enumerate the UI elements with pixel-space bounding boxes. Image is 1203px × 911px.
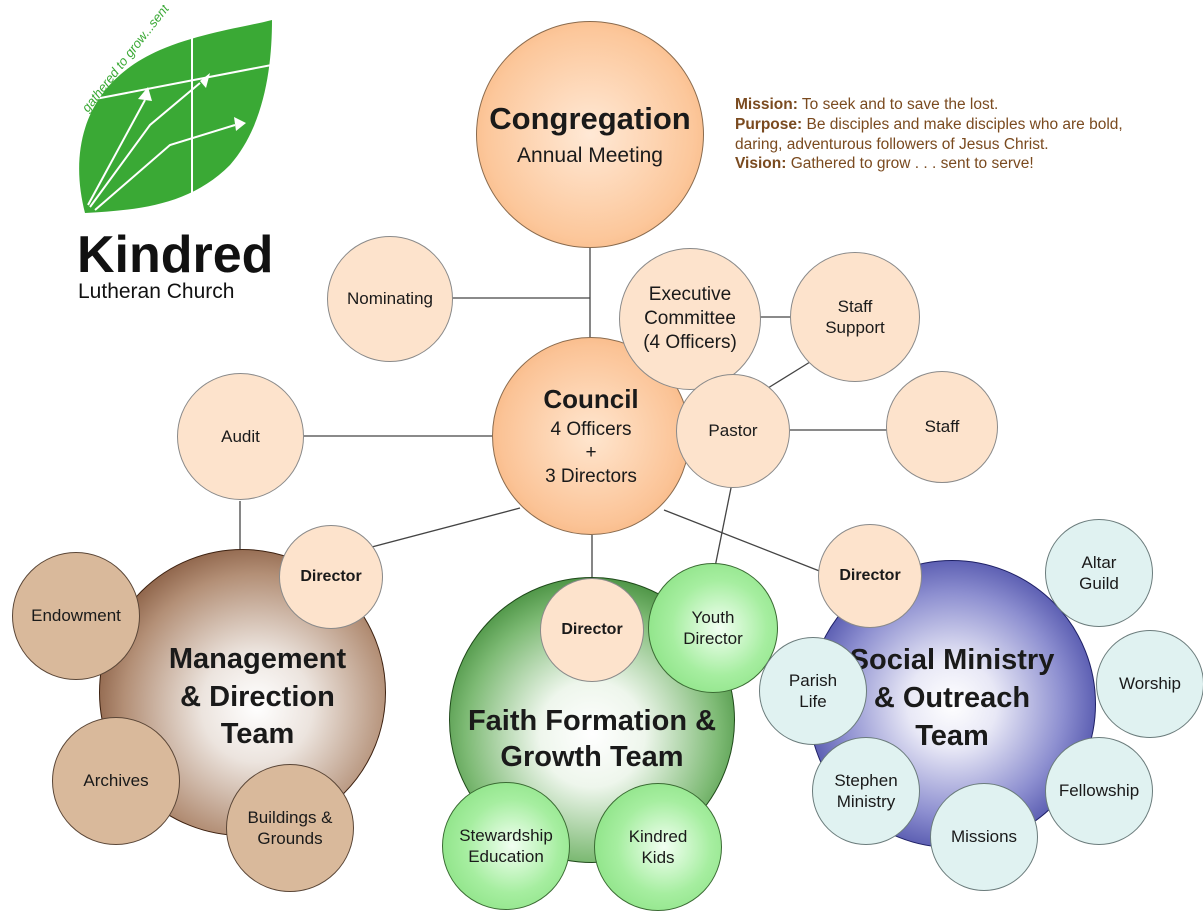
stephen-line1: Stephen <box>834 770 898 790</box>
stewardship-education-node: Stewardship Education <box>442 782 570 910</box>
buildings-line1: Buildings & <box>247 807 333 827</box>
executive-line1: Executive <box>648 284 732 306</box>
missions-node: Missions <box>930 783 1038 891</box>
purpose-text: Be disciples and make disciples who are … <box>735 115 1123 153</box>
executive-line3: (4 Officers) <box>643 331 737 353</box>
vision-text: Gathered to grow . . . sent to serve! <box>790 155 1034 173</box>
staff-support-node: Staff Support <box>790 252 920 382</box>
archives-node: Archives <box>52 717 180 845</box>
worship-node: Worship <box>1096 630 1203 738</box>
stewardship-line2: Education <box>468 847 544 866</box>
parish-line2: Life <box>799 692 827 711</box>
mission-label: Mission: <box>735 96 798 113</box>
social-title-line2: & Outreach <box>873 682 1031 715</box>
pastor-label: Pastor <box>708 421 758 441</box>
kindred-kids-node: Kindred Kids <box>594 783 722 911</box>
staff-support-line2: Support <box>825 318 885 337</box>
director-management-label: Director <box>300 568 362 585</box>
staff-label: Staff <box>924 417 960 437</box>
mission-text: To seek and to save the lost. <box>801 96 999 113</box>
youth-line1: Youth <box>691 607 735 627</box>
stephen-line2: Ministry <box>836 792 896 811</box>
altar-guild-node: Altar Guild <box>1045 519 1153 627</box>
social-title-line3: Team <box>915 719 989 752</box>
line-council-director-social <box>663 509 823 573</box>
mission-purpose-vision: Mission: To seek and to save the lost. P… <box>735 95 1165 174</box>
worship-label: Worship <box>1118 674 1182 694</box>
staff-support-line1: Staff <box>837 296 873 316</box>
faith-title-line1: Faith Formation & <box>467 704 717 737</box>
faith-title-line2: Growth Team <box>500 741 684 773</box>
missions-label: Missions <box>950 827 1018 847</box>
youth-line2: Director <box>683 629 743 648</box>
leaf-icon: gathered to grow...sent to serve <box>79 5 283 213</box>
vision-label: Vision: <box>735 155 787 173</box>
endowment-node: Endowment <box>12 552 140 680</box>
kids-line2: Kids <box>641 848 675 867</box>
church-logo: gathered to grow...sent to serve Kindred… <box>50 5 300 305</box>
kids-line1: Kindred <box>628 826 688 846</box>
nominating-label: Nominating <box>347 289 433 309</box>
director-management-node: Director <box>279 525 383 629</box>
management-title-line2: & Direction <box>180 680 335 713</box>
parish-life-node: Parish Life <box>759 637 867 745</box>
fellowship-node: Fellowship <box>1045 737 1153 845</box>
endowment-label: Endowment <box>31 606 121 626</box>
fellowship-label: Fellowship <box>1058 781 1140 801</box>
director-faith-label: Director <box>561 621 623 638</box>
purpose-label: Purpose: <box>735 115 803 133</box>
stephen-ministry-node: Stephen Ministry <box>812 737 920 845</box>
director-social-label: Director <box>839 567 901 584</box>
management-title-line3: Team <box>220 718 295 751</box>
staff-node: Staff <box>886 371 998 483</box>
congregation-subtitle: Annual Meeting <box>517 143 663 167</box>
social-title-line1: Social Ministry <box>849 644 1055 677</box>
buildings-line2: Grounds <box>257 829 323 848</box>
council-line2: + <box>585 442 597 464</box>
director-social-node: Director <box>818 524 922 628</box>
mission-line: Mission: To seek and to save the lost. <box>735 95 1165 115</box>
altar-line2: Guild <box>1079 574 1119 593</box>
parish-line1: Parish <box>788 670 838 690</box>
council-line3: 3 Directors <box>545 466 637 488</box>
line-council-director-mgmt <box>367 507 521 549</box>
congregation-node: Congregation Annual Meeting <box>476 21 704 248</box>
altar-line1: Altar <box>1081 552 1117 572</box>
nominating-node: Nominating <box>327 236 453 362</box>
executive-line2: Committee <box>644 308 736 330</box>
line-pastor-staffsupport <box>767 361 811 389</box>
logo-name: Kindred <box>77 226 274 284</box>
stewardship-line1: Stewardship <box>459 825 553 845</box>
executive-committee-node: Executive Committee (4 Officers) <box>619 248 761 390</box>
audit-node: Audit <box>177 373 304 500</box>
archives-label: Archives <box>83 771 149 791</box>
council-line1: 4 Officers <box>550 418 632 440</box>
management-title-line1: Management <box>168 642 347 675</box>
youth-director-node: Youth Director <box>648 563 778 693</box>
director-faith-node: Director <box>540 578 644 682</box>
purpose-line: Purpose: Be disciples and make disciples… <box>735 115 1165 155</box>
line-pastor-youth <box>714 482 733 568</box>
logo-subname: Lutheran Church <box>78 280 235 303</box>
vision-line: Vision: Gathered to grow . . . sent to s… <box>735 154 1165 174</box>
audit-label: Audit <box>221 426 260 446</box>
buildings-grounds-node: Buildings & Grounds <box>226 764 354 892</box>
congregation-title: Congregation <box>489 101 691 136</box>
council-title: Council <box>543 384 639 415</box>
pastor-node: Pastor <box>676 374 790 488</box>
